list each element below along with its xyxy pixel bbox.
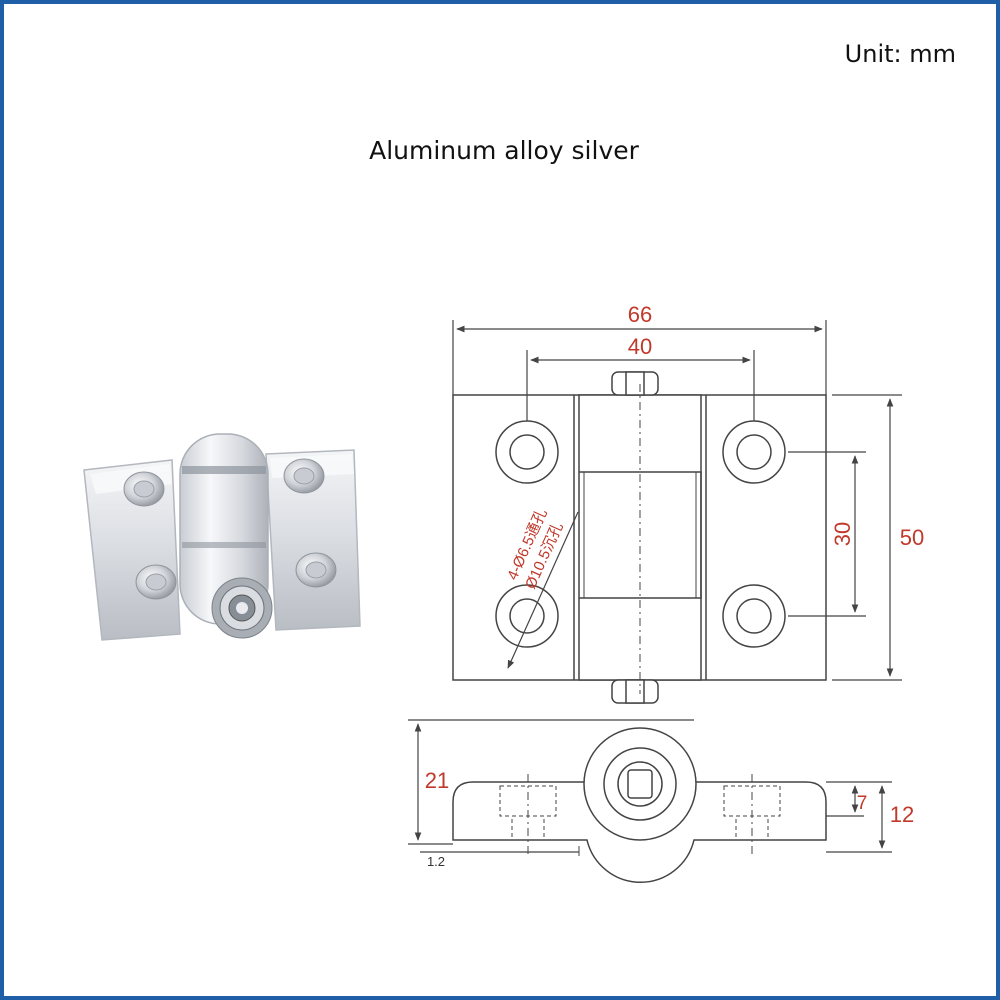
side-dimension-lines <box>408 719 892 853</box>
dimension-lines <box>452 320 902 681</box>
side-view <box>452 727 827 883</box>
mounting-hole-icon <box>495 584 559 648</box>
top-view <box>452 371 827 704</box>
dim-counterbore-depth: 7 <box>857 793 868 814</box>
hinge-photo <box>83 433 361 641</box>
dim-base-offset: 1.2 <box>427 854 445 869</box>
mounting-hole-icon <box>722 584 786 648</box>
dim-hole-spacing-vertical: 30 <box>830 522 855 546</box>
product-title: Aluminum alloy silver <box>369 136 639 165</box>
dim-total-thickness: 21 <box>425 768 449 793</box>
hinge-right-leaf <box>265 449 361 631</box>
unit-label: Unit: mm <box>844 40 956 68</box>
dim-overall-height: 50 <box>900 525 924 550</box>
side-view-knuckle <box>583 727 697 841</box>
dim-hole-spacing-horizontal: 40 <box>628 334 652 359</box>
technical-drawing: 66 40 30 50 21 12 7 1.2 4-Ø6.5通孔 Ø10.5沉孔 <box>83 302 924 883</box>
dim-overall-width: 66 <box>628 302 652 327</box>
dim-leaf-thickness: 12 <box>890 802 914 827</box>
